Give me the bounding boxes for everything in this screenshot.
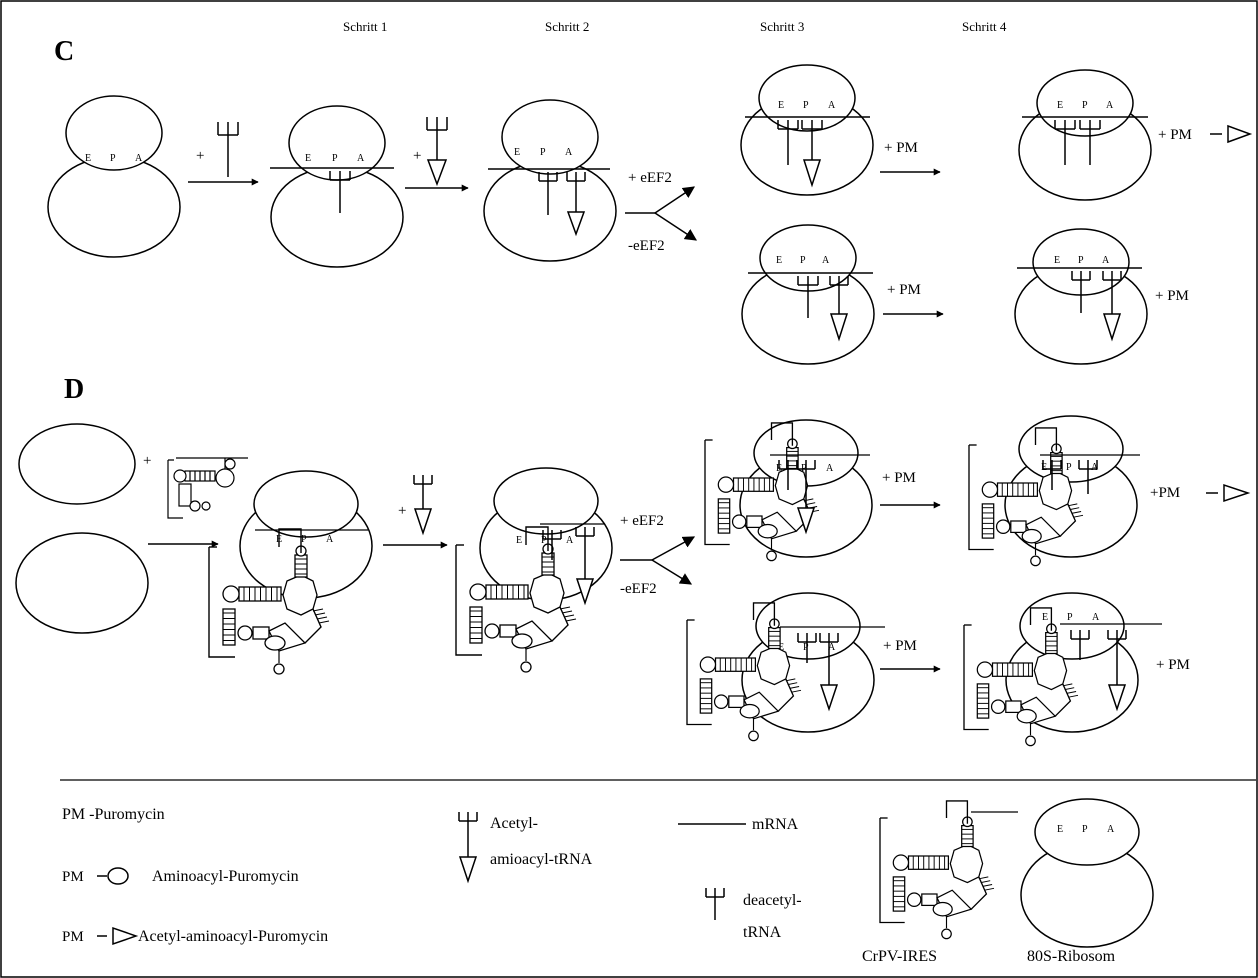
svg-text:A: A	[1106, 100, 1114, 111]
svg-text:E: E	[1057, 100, 1064, 111]
svg-text:A: A	[135, 153, 143, 164]
legend-pm-abbr: PM	[62, 929, 84, 945]
svg-text:E: E	[514, 147, 521, 158]
panel-d: +	[16, 424, 248, 633]
plus-pm-label: + PM	[1155, 288, 1189, 304]
plus-eef2-label: + eEF2	[628, 170, 672, 186]
step-2-label: Schritt 2	[545, 19, 589, 34]
plus-pm-label: + PM	[884, 140, 918, 156]
acetyl-aminoacyl-trna-icon	[414, 475, 432, 533]
site-e: E	[516, 535, 523, 546]
acetyl-aminoacyl-puromycin-icon	[1210, 126, 1250, 142]
svg-text:A: A	[822, 255, 830, 266]
legend-mrna: mRNA	[752, 816, 799, 833]
svg-text:E: E	[85, 153, 92, 164]
minus-eef2-label: -eEF2	[620, 581, 657, 597]
plus-eef2-label: + eEF2	[620, 513, 664, 529]
legend-deacetyl-trna: tRNA	[743, 924, 782, 941]
plus-pm-label: + PM	[1156, 657, 1190, 673]
plus-pm-label: + PM	[887, 282, 921, 298]
svg-text:P: P	[332, 153, 339, 164]
ribosome: E P A	[741, 65, 873, 195]
site-p: P	[1082, 824, 1089, 835]
branch-arrow-up	[655, 187, 694, 213]
ribosome: E P A	[271, 106, 403, 267]
plus-pm-label: + PM	[883, 638, 917, 654]
site-p: P	[301, 534, 308, 545]
site-e: E	[1057, 824, 1064, 835]
svg-text:E: E	[305, 153, 312, 164]
legend-pm-definition: PM -Puromycin	[62, 806, 165, 823]
svg-text:P: P	[1078, 255, 1085, 266]
acetyl-aminoacyl-puromycin-icon	[1206, 485, 1248, 501]
site-a: A	[1092, 612, 1100, 623]
acetyl-aminoacyl-trna-icon	[427, 117, 447, 184]
plus-sign: +	[398, 503, 406, 519]
panel-c-label: C	[54, 36, 74, 67]
svg-text:A: A	[1102, 255, 1110, 266]
branch-arrow-down	[655, 213, 696, 240]
step-4-label: Schritt 4	[962, 19, 1007, 34]
step-1-label: Schritt 1	[343, 19, 387, 34]
svg-text:P: P	[800, 255, 807, 266]
legend-aminoacyl-puromycin: Aminoacyl-Puromycin	[152, 868, 299, 885]
legend-acetyl-trna: Acetyl-	[490, 815, 538, 832]
plus-pm-label: +PM	[1150, 485, 1180, 501]
svg-text:A: A	[565, 147, 573, 158]
site-p: P	[1067, 612, 1074, 623]
legend-ribosome: 80S-Ribosom	[1027, 948, 1116, 965]
deacetyl-trna-icon	[218, 122, 238, 177]
plus-sign: +	[413, 148, 421, 164]
site-a: A	[826, 463, 834, 474]
plus-sign: +	[143, 453, 151, 469]
site-a: A	[1091, 462, 1099, 473]
crpv-ires-icon	[880, 801, 994, 939]
plus-pm-label: + PM	[1158, 127, 1192, 143]
site-e: E	[1042, 612, 1049, 623]
legend-pm-abbr: PM	[62, 869, 84, 885]
step-3-label: Schritt 3	[760, 19, 804, 34]
acetyl-aminoacyl-trna-icon	[459, 812, 477, 881]
site-e: E	[1041, 462, 1048, 473]
legend-acetyl-trna: amioacyl-tRNA	[490, 851, 593, 868]
plus-sign: +	[196, 148, 204, 164]
minus-eef2-label: -eEF2	[628, 238, 665, 254]
svg-text:E: E	[1054, 255, 1061, 266]
svg-text:P: P	[1082, 100, 1089, 111]
aminoacyl-puromycin-icon	[108, 868, 128, 884]
svg-text:A: A	[828, 100, 836, 111]
plus-pm-label: + PM	[882, 470, 916, 486]
legend-deacetyl-trna: deacetyl-	[743, 892, 802, 909]
acetyl-aminoacyl-puromycin-icon	[113, 928, 136, 944]
deacetyl-trna-icon	[706, 888, 724, 920]
svg-text:P: P	[110, 153, 117, 164]
large-subunit	[16, 533, 148, 633]
ribosome: E P A	[48, 96, 180, 257]
svg-text:P: P	[803, 100, 810, 111]
svg-text:A: A	[357, 153, 365, 164]
site-a: A	[326, 534, 334, 545]
panel-d-label: D	[64, 374, 84, 405]
svg-text:E: E	[778, 100, 785, 111]
site-p: P	[1066, 462, 1073, 473]
reaction-arrow	[652, 537, 694, 560]
site-a: A	[1107, 824, 1115, 835]
svg-text:E: E	[776, 255, 783, 266]
small-subunit	[19, 424, 135, 504]
legend-acetyl-aminoacyl-puromycin: Acetyl-aminoacyl-Puromycin	[138, 928, 328, 945]
ribosome: EPA	[1021, 799, 1153, 947]
reaction-arrow	[652, 560, 691, 584]
site-a: A	[566, 535, 574, 546]
crpv-ires-icon	[168, 458, 248, 518]
svg-text:P: P	[540, 147, 547, 158]
panel-c: E P A + E P A + E	[48, 65, 1250, 364]
legend-crpv-ires: CrPV-IRES	[862, 948, 937, 965]
ribosome: E P A	[1019, 70, 1151, 200]
